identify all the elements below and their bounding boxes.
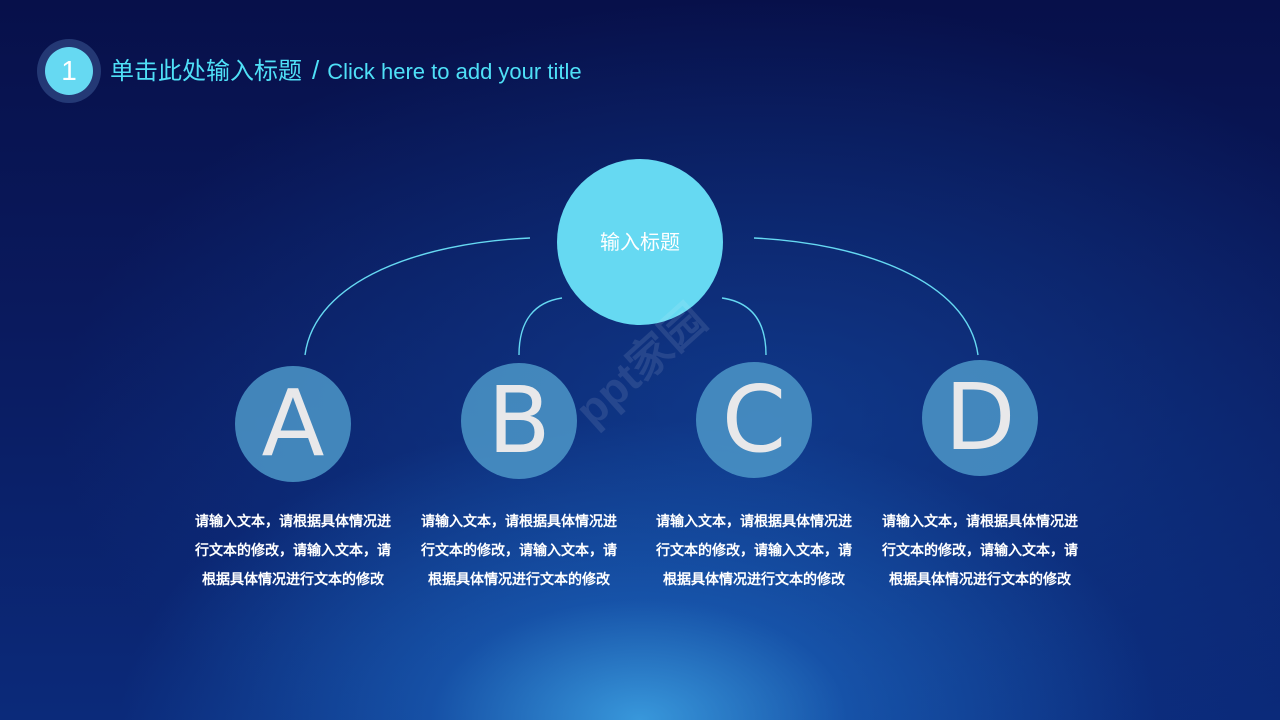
node-d-description[interactable]: 请输入文本，请根据具体情况进行文本的修改，请输入文本，请根据具体情况进行文本的修…	[882, 514, 1078, 588]
node-c-letter: C	[721, 366, 787, 473]
connector-c	[721, 297, 767, 356]
node-a-circle[interactable]: A	[235, 366, 351, 482]
node-b-circle[interactable]: B	[461, 363, 577, 479]
section-number-badge: 1	[37, 39, 101, 103]
center-topic-label: 输入标题	[600, 230, 680, 254]
node-c-description[interactable]: 请输入文本，请根据具体情况进行文本的修改，请输入文本，请根据具体情况进行文本的修…	[656, 514, 852, 588]
connector-d	[753, 237, 979, 356]
connector-a	[304, 237, 531, 356]
node-a-letter: A	[261, 370, 325, 477]
section-number: 1	[45, 47, 93, 95]
node-c-circle[interactable]: C	[696, 362, 812, 478]
title-separator: /	[312, 55, 320, 85]
center-topic-circle[interactable]: 输入标题	[557, 159, 723, 325]
connector-b	[518, 297, 563, 356]
node-a-description[interactable]: 请输入文本，请根据具体情况进行文本的修改，请输入文本，请根据具体情况进行文本的修…	[195, 514, 391, 588]
node-d-letter: D	[944, 364, 1016, 471]
node-d-circle[interactable]: D	[922, 360, 1038, 476]
title-chinese: 单击此处输入标题	[110, 57, 302, 85]
node-b-letter: B	[487, 367, 551, 474]
slide-title[interactable]: 单击此处输入标题 / Click here to add your title	[110, 52, 582, 92]
node-b-description[interactable]: 请输入文本，请根据具体情况进行文本的修改，请输入文本，请根据具体情况进行文本的修…	[421, 514, 617, 588]
title-english: Click here to add your title	[327, 59, 582, 84]
